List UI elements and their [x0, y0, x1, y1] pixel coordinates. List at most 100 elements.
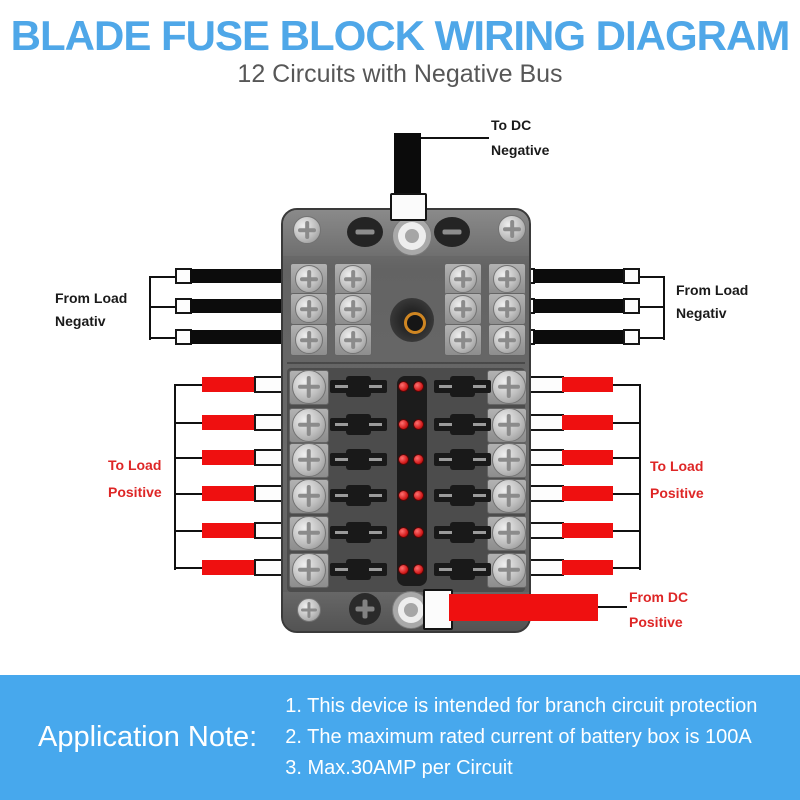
label-line: Positive	[650, 485, 704, 501]
wire-connector-line	[150, 276, 177, 278]
terminal-screw	[295, 265, 323, 293]
dc-negative-wire	[394, 133, 421, 195]
wire-tip	[528, 449, 564, 466]
led-indicator	[413, 381, 424, 392]
wire-body	[202, 377, 256, 392]
terminal-screw	[492, 516, 526, 550]
label-line: Negativ	[55, 313, 106, 329]
wire-connector-line	[150, 337, 177, 339]
mounting-hole	[390, 298, 434, 342]
fuse-slot	[330, 376, 387, 397]
terminal-screw	[339, 295, 367, 323]
terminal-screw	[492, 370, 526, 404]
terminal-screw	[492, 443, 526, 477]
wire-connector-line	[176, 567, 203, 569]
label-from-load-negativ-left: From Load Negativ	[55, 287, 127, 333]
led-indicator	[398, 419, 409, 430]
wire-body	[190, 269, 284, 283]
terminal-screw	[492, 553, 526, 587]
application-note-item: 2. The maximum rated current of battery …	[285, 726, 752, 748]
wire-body	[202, 415, 256, 430]
dc-negative-wire-lug	[390, 193, 427, 221]
wire-body	[202, 486, 256, 501]
fuse-slot	[330, 522, 387, 543]
label-to-dc-negative: To DC Negative	[491, 113, 549, 163]
wire-connector-line	[612, 384, 640, 386]
wire-tip	[528, 414, 564, 431]
label-line: From Load	[55, 290, 128, 306]
wire-tip	[623, 268, 640, 284]
wire-tip	[528, 522, 564, 539]
led-indicator	[413, 454, 424, 465]
wire-connector-line	[638, 276, 665, 278]
wire-connector-line	[612, 530, 640, 532]
led-indicator	[398, 527, 409, 538]
wire-connector-line	[638, 337, 665, 339]
led-indicator	[398, 564, 409, 575]
led-indicator	[413, 419, 424, 430]
terminal-screw	[449, 265, 477, 293]
led-indicator	[413, 527, 424, 538]
negative-terminal-icon	[434, 217, 470, 247]
leader-line-to-dc	[421, 137, 489, 139]
label-line: Positive	[108, 484, 162, 500]
wire-bracket-line	[639, 384, 641, 570]
terminal-screw	[493, 326, 521, 354]
mounting-hole-ring	[404, 312, 426, 334]
application-note-item: 3. Max.30AMP per Circuit	[285, 757, 513, 779]
wire-connector-line	[176, 384, 203, 386]
led-indicator	[413, 490, 424, 501]
wire-connector-line	[176, 530, 203, 532]
wire-body	[202, 450, 256, 465]
led-indicator	[398, 454, 409, 465]
fuse-slot	[434, 485, 491, 506]
led-indicator	[398, 490, 409, 501]
leader-line-from-dc	[596, 606, 627, 608]
wire-tip	[623, 298, 640, 314]
wire-connector-line	[612, 457, 640, 459]
wire-body	[190, 299, 284, 313]
negative-terminal-icon	[347, 217, 383, 247]
wire-connector-line	[176, 457, 203, 459]
terminal-screw	[292, 553, 326, 587]
wire-tip	[528, 485, 564, 502]
wire-tip	[623, 329, 640, 345]
block-seam	[287, 362, 525, 364]
label-line: To Load	[108, 457, 162, 473]
dc-positive-wire	[449, 594, 598, 621]
led-indicator	[413, 564, 424, 575]
positive-stud-terminal	[404, 603, 418, 617]
label-from-load-negativ-right: From Load Negativ	[676, 279, 748, 325]
fuse-slot	[330, 559, 387, 580]
wire-connector-line	[612, 567, 640, 569]
application-note-item: 1. This device is intended for branch ci…	[285, 695, 758, 717]
terminal-screw	[339, 265, 367, 293]
terminal-screw	[339, 326, 367, 354]
application-note-heading: Application Note:	[38, 721, 258, 753]
label-line: Positive	[629, 614, 683, 630]
terminal-screw	[449, 326, 477, 354]
page-subtitle: 12 Circuits with Negative Bus	[237, 60, 563, 88]
wire-body	[202, 523, 256, 538]
application-note-list: 1. This device is intended for branch ci…	[285, 691, 757, 784]
label-from-dc-positive: From DC Positive	[629, 585, 688, 635]
wire-tip	[528, 376, 564, 393]
wire-connector-line	[612, 493, 640, 495]
label-line: From Load	[676, 282, 749, 298]
corner-screw-icon	[297, 598, 321, 622]
fuse-slot	[434, 522, 491, 543]
positive-terminal-icon	[349, 593, 381, 625]
wire-connector-line	[150, 306, 177, 308]
terminal-screw	[295, 295, 323, 323]
wire-body	[562, 523, 613, 538]
terminal-screw	[292, 408, 326, 442]
fuse-block	[281, 208, 531, 633]
wire-bracket-line	[663, 276, 665, 340]
terminal-screw	[492, 408, 526, 442]
terminal-screw	[493, 265, 521, 293]
terminal-screw	[292, 516, 326, 550]
wire-body	[533, 269, 625, 283]
negative-stud-terminal	[405, 229, 419, 243]
wire-connector-line	[176, 493, 203, 495]
